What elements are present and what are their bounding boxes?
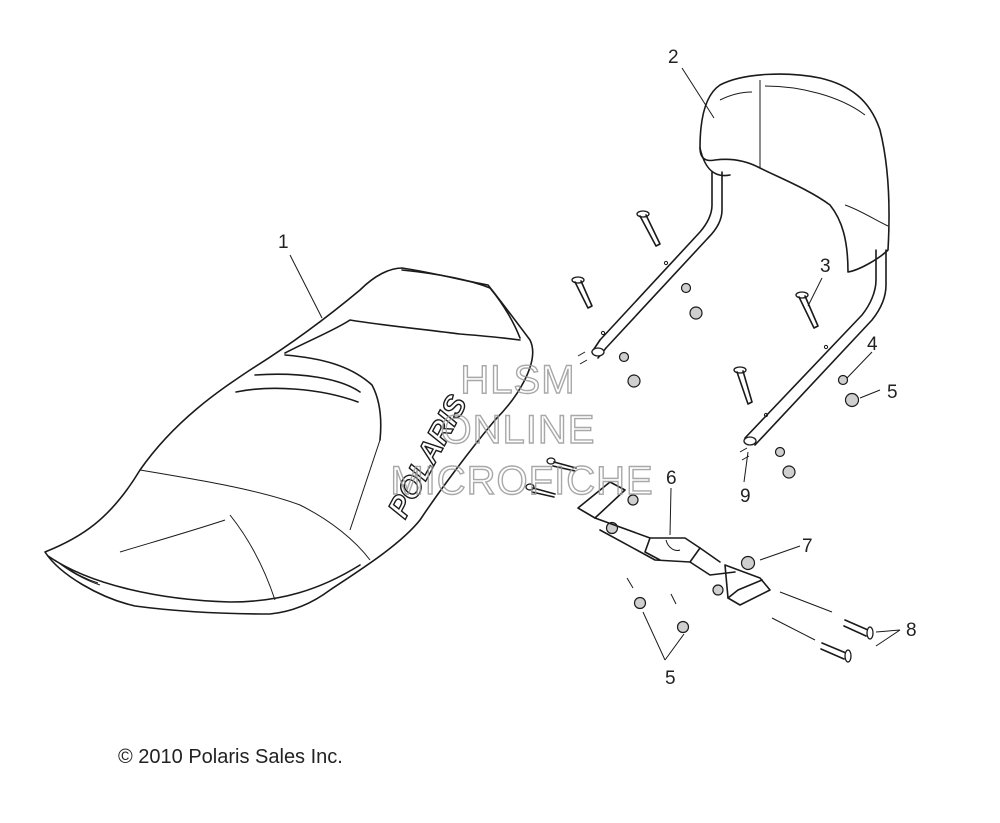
part-number-3[interactable]: 3 [820,256,831,277]
screw[interactable] [733,366,753,405]
part-number-5-bottom[interactable]: 5 [665,668,676,689]
pin[interactable] [525,483,556,498]
part-number-5-top[interactable]: 5 [887,382,898,403]
part-number-7[interactable]: 7 [802,536,813,557]
part-number-9[interactable]: 9 [740,486,751,507]
watermark-line1: HLSM [460,358,575,402]
watermark-line2: ONLINE [441,408,596,452]
bolts[interactable] [771,591,874,663]
part-number-4[interactable]: 4 [867,334,878,355]
copyright-notice: © 2010 Polaris Sales Inc. [118,746,343,768]
part-number-6[interactable]: 6 [666,468,677,489]
bolt[interactable] [820,642,852,663]
watermark-line3: MICROFICHE [390,459,653,503]
screw[interactable] [795,291,819,329]
leader-lines [289,67,901,661]
part-number-1[interactable]: 1 [278,232,289,253]
nuts-and-washers[interactable] [577,282,860,634]
part-number-2[interactable]: 2 [668,47,679,68]
backrest[interactable] [591,73,890,446]
part-number-8[interactable]: 8 [906,620,917,641]
bolt[interactable] [843,619,874,640]
screw[interactable] [571,276,593,309]
pin[interactable] [546,457,577,472]
part-number-labels: 1 2 3 4 5 6 7 8 9 5 [278,47,917,689]
bracket[interactable] [577,481,771,606]
screws[interactable] [525,210,819,498]
screw[interactable] [636,210,661,247]
watermark: HLSM ONLINE MICROFICHE [390,357,654,503]
